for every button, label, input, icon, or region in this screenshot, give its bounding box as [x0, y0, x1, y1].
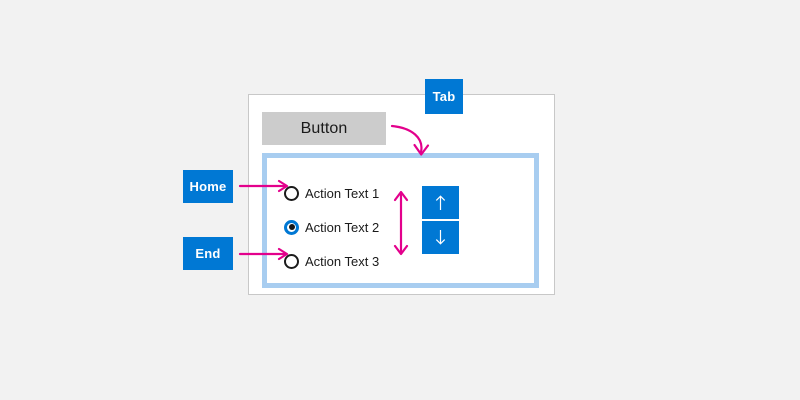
sample-button[interactable]: Button [262, 112, 386, 145]
radio-group-list: Action Text 1 Action Text 2 Action Text … [284, 176, 394, 278]
focus-group-inner-border [267, 158, 534, 283]
spinner-up-button[interactable] [422, 186, 459, 219]
radio-option-3-label: Action Text 3 [305, 253, 380, 269]
annotation-badge-tab: Tab [425, 79, 463, 114]
radio-option-2-label: Action Text 2 [305, 219, 380, 235]
annotation-badge-end: End [183, 237, 233, 270]
radio-unselected-icon [284, 185, 299, 201]
spinner-button-group [422, 186, 459, 254]
sample-button-label: Button [300, 119, 348, 137]
radio-option-1-label: Action Text 1 [305, 185, 380, 201]
radio-option-2[interactable]: Action Text 2 [284, 210, 394, 244]
annotation-badge-end-label: End [195, 246, 221, 261]
radio-option-3[interactable]: Action Text 3 [284, 244, 394, 278]
arrow-down-icon [435, 230, 446, 245]
radio-unselected-icon [284, 253, 299, 269]
annotation-badge-tab-label: Tab [432, 89, 456, 104]
spinner-down-button[interactable] [422, 221, 459, 254]
annotation-badge-home-label: Home [189, 179, 227, 194]
arrow-up-icon [435, 195, 446, 210]
radio-selected-icon [284, 219, 299, 235]
radio-option-1[interactable]: Action Text 1 [284, 176, 394, 210]
annotation-badge-home: Home [183, 170, 233, 203]
